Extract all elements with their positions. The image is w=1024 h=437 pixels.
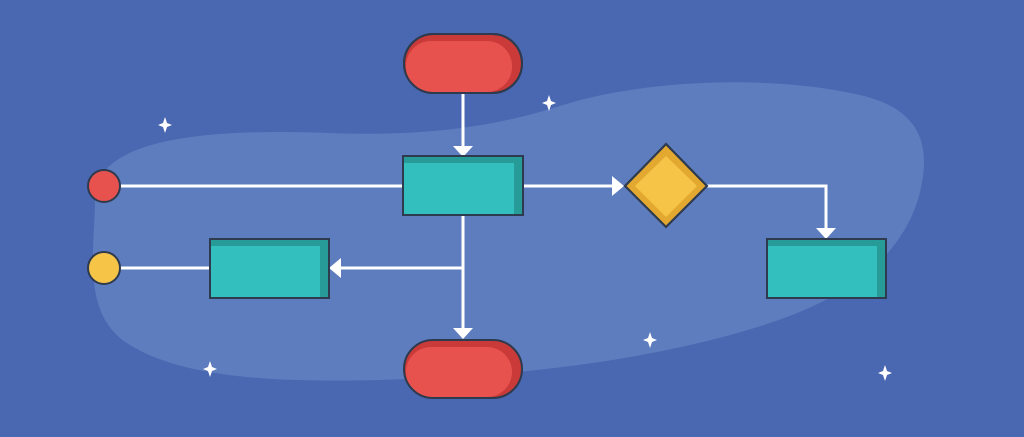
arrowhead-down-icon [816,228,836,239]
arrowhead-down-icon [453,328,473,339]
background-blob [92,82,924,381]
connectors [120,93,836,339]
process-left [209,238,330,299]
sparkle-icon [542,95,556,111]
sparkle-decorations [158,95,892,381]
connector-decision-to-process-right [707,184,828,229]
start-dot-red [87,169,121,203]
arrowhead-down-icon [453,146,473,157]
decision [623,142,709,229]
sparkle-icon [203,361,217,377]
terminal-bottom [403,339,523,399]
terminal-top [403,33,523,94]
arrowhead-left-icon [329,258,341,278]
arrowhead-right-icon [612,176,624,196]
sparkle-icon [158,117,172,133]
process-right [766,238,887,299]
sparkle-icon [878,365,892,381]
process-center [402,155,524,216]
sparkle-icon [643,332,657,348]
start-dot-yellow [87,251,121,285]
